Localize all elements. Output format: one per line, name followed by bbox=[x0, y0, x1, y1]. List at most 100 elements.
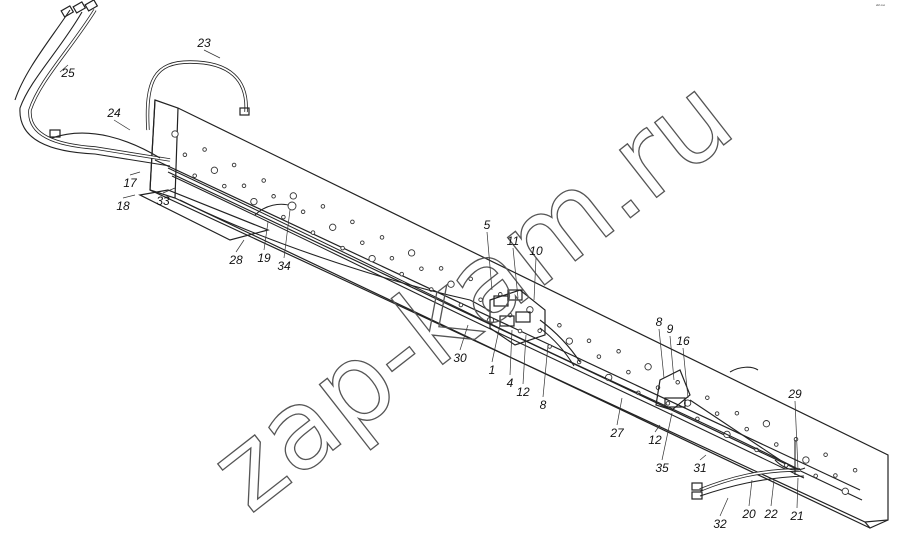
leader-11 bbox=[512, 247, 519, 299]
leader-28 bbox=[235, 239, 245, 253]
callout-12: 12 bbox=[516, 385, 530, 399]
callout-leaders bbox=[59, 49, 799, 517]
callout-5: 5 bbox=[484, 218, 491, 232]
leader-35 bbox=[661, 412, 673, 461]
callout-34: 34 bbox=[277, 259, 291, 273]
leader-25 bbox=[59, 64, 69, 73]
leader-17 bbox=[129, 171, 141, 176]
rail-hole bbox=[683, 399, 692, 407]
rail-hole bbox=[310, 230, 316, 235]
valve-block bbox=[469, 289, 581, 367]
rail-hole bbox=[468, 276, 473, 282]
callout-30: 30 bbox=[453, 351, 467, 365]
rear-hose-bundle bbox=[691, 440, 806, 500]
rail-hole bbox=[616, 349, 621, 354]
leader-32 bbox=[719, 497, 729, 517]
rail-hole bbox=[586, 338, 592, 344]
leader-9 bbox=[669, 335, 675, 381]
rail-hole bbox=[813, 473, 818, 479]
rail-hole bbox=[802, 456, 810, 464]
callout-33: 33 bbox=[156, 194, 170, 208]
rail-hole bbox=[340, 245, 345, 251]
callout-4: 4 bbox=[507, 376, 514, 390]
rail-hole bbox=[231, 162, 237, 168]
callout-11: 11 bbox=[507, 234, 519, 248]
hose-23 bbox=[145, 60, 250, 131]
rail-hole bbox=[289, 192, 297, 200]
rail-hole bbox=[329, 223, 337, 231]
rail-hole bbox=[350, 219, 355, 225]
rail-hole bbox=[192, 173, 197, 178]
leader-30 bbox=[459, 324, 469, 351]
leader-12 bbox=[654, 424, 661, 433]
callout-25: 25 bbox=[60, 66, 75, 80]
leader-5 bbox=[486, 231, 493, 291]
callout-8: 8 bbox=[540, 398, 547, 412]
rail-hole bbox=[379, 235, 385, 240]
callout-17: 17 bbox=[123, 176, 138, 190]
leader-31 bbox=[699, 454, 707, 461]
leader-27 bbox=[616, 397, 623, 426]
leader-29 bbox=[794, 400, 799, 471]
rail-hole bbox=[734, 410, 740, 416]
callout-10: 10 bbox=[529, 244, 543, 258]
brake-pipe bbox=[167, 167, 805, 479]
rail-holes bbox=[171, 130, 858, 495]
rail-hole bbox=[419, 266, 424, 271]
rail-hole bbox=[458, 302, 464, 308]
leader-12 bbox=[522, 334, 527, 385]
leader-21 bbox=[796, 477, 799, 509]
rail-hole bbox=[171, 130, 179, 138]
rail-hole bbox=[222, 183, 227, 189]
leader-8 bbox=[658, 328, 665, 379]
rail-hole bbox=[537, 328, 542, 333]
leader-20 bbox=[748, 479, 753, 507]
leader-23 bbox=[203, 49, 221, 59]
rail-hole bbox=[210, 166, 219, 174]
leader-18 bbox=[122, 194, 136, 199]
rail-hole bbox=[547, 344, 552, 349]
callout-22: 22 bbox=[763, 507, 778, 521]
rail-hole bbox=[182, 152, 188, 158]
rail-hole bbox=[478, 297, 483, 302]
leader-10 bbox=[533, 257, 537, 301]
rail-hole bbox=[852, 467, 858, 473]
leader-34 bbox=[283, 209, 291, 259]
rail-hole bbox=[281, 214, 286, 220]
callout-21: 21 bbox=[789, 509, 803, 523]
rail-hole bbox=[447, 280, 455, 288]
leader-19 bbox=[263, 221, 269, 251]
leader-33 bbox=[162, 187, 176, 194]
rail-hole bbox=[774, 442, 779, 447]
callout-9: 9 bbox=[667, 322, 674, 336]
rail-hole bbox=[565, 337, 573, 345]
callout-35: 35 bbox=[655, 461, 669, 475]
leader-8 bbox=[542, 344, 549, 398]
rail-hole bbox=[596, 354, 602, 359]
callout-28: 28 bbox=[228, 253, 243, 267]
rail-hole bbox=[261, 178, 266, 183]
rail-hole bbox=[762, 420, 771, 428]
callout-31: 31 bbox=[693, 461, 706, 475]
callout-16: 16 bbox=[676, 334, 690, 348]
callout-12: 12 bbox=[648, 433, 662, 447]
callout-19: 19 bbox=[257, 251, 271, 265]
rail-hole bbox=[300, 209, 306, 215]
callout-18: 18 bbox=[116, 199, 130, 213]
rail-hole bbox=[675, 380, 680, 385]
callout-1: 1 bbox=[489, 363, 496, 377]
rail-hole bbox=[368, 254, 376, 263]
leader-16 bbox=[682, 347, 689, 399]
rail-hole bbox=[202, 147, 207, 152]
rail-hole bbox=[399, 271, 404, 277]
rail-hole bbox=[320, 204, 326, 209]
leader-24 bbox=[113, 119, 131, 131]
callout-20: 20 bbox=[741, 507, 756, 521]
callout-23: 23 bbox=[196, 36, 211, 50]
upper-hose-bundle bbox=[14, 0, 171, 167]
rail-hole bbox=[841, 487, 849, 495]
rail-hole bbox=[241, 183, 247, 189]
callout-24: 24 bbox=[106, 106, 121, 120]
